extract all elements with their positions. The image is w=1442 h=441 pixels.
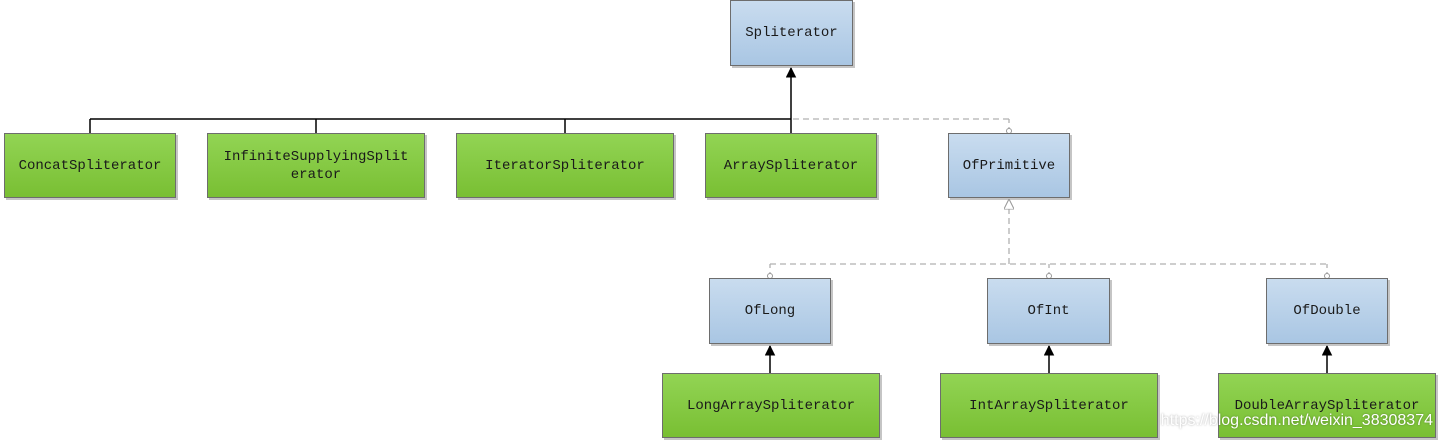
edge-group-array-impls xyxy=(764,344,1333,373)
node-ofint: OfInt xyxy=(987,278,1110,344)
node-ofdouble: OfDouble xyxy=(1266,278,1388,344)
edge-ofprimitive-to-spliterator xyxy=(793,118,1010,133)
node-spliterator-label: Spliterator xyxy=(745,25,838,41)
node-array-label: ArraySpliterator xyxy=(723,157,859,174)
node-int-array-spliterator: IntArraySpliterator xyxy=(940,373,1158,438)
node-longarray-label: LongArraySpliterator xyxy=(686,397,856,414)
node-doublearray-label: DoubleArraySpliterator xyxy=(1234,397,1420,414)
node-long-array-spliterator: LongArraySpliterator xyxy=(662,373,880,438)
node-infinite-supplying-spliterator: InfiniteSupplyingSplit erator xyxy=(207,133,425,198)
node-ofint-label: OfInt xyxy=(1027,303,1070,319)
node-iterator-spliterator: IteratorSpliterator xyxy=(456,133,674,198)
node-ofprimitive: OfPrimitive xyxy=(948,133,1070,198)
node-iterator-label: IteratorSpliterator xyxy=(485,157,645,174)
node-spliterator: Spliterator xyxy=(730,0,853,66)
edge-group-ofprimitive-subs xyxy=(769,200,1328,278)
node-concat-spliterator: ConcatSpliterator xyxy=(4,133,176,198)
node-infinite-label: InfiniteSupplyingSplit erator xyxy=(223,148,409,183)
edge-group-spliterator-impls xyxy=(89,66,797,133)
node-oflong: OfLong xyxy=(709,278,831,344)
node-oflong-label: OfLong xyxy=(744,303,796,319)
node-double-array-spliterator: DoubleArraySpliterator xyxy=(1218,373,1436,438)
node-concat-label: ConcatSpliterator xyxy=(18,157,162,174)
node-ofprimitive-label: OfPrimitive xyxy=(962,157,1056,174)
watermark-text: https://blog.csdn.net/weixin_38308374 xyxy=(1160,412,1433,429)
node-array-spliterator: ArraySpliterator xyxy=(705,133,877,198)
node-intarray-label: IntArraySpliterator xyxy=(969,397,1129,414)
node-ofdouble-label: OfDouble xyxy=(1293,303,1361,319)
